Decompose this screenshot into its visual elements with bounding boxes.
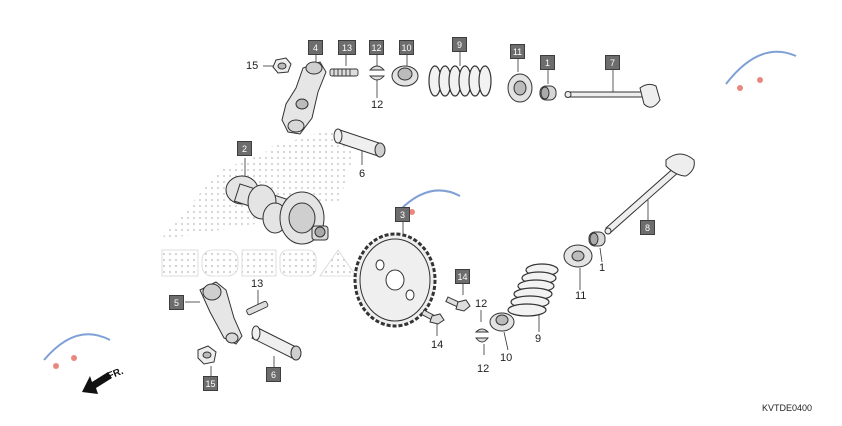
rocker-arm-4 <box>281 61 327 135</box>
callout-12-top: 12 <box>369 40 384 55</box>
callout-11-lower: 11 <box>575 290 587 302</box>
valve-spring-9-lower <box>507 263 559 317</box>
valve-7 <box>564 83 661 108</box>
adjust-screw-13-top <box>329 68 359 77</box>
valve-8 <box>604 153 695 235</box>
callout-9-lower: 9 <box>535 333 542 345</box>
stem-seal-1-lower <box>588 231 606 247</box>
stem-seal-1-top <box>539 85 557 101</box>
bolt-14-upper <box>445 296 471 312</box>
callout-6-top: 6 <box>359 168 366 180</box>
bolt-14-lower <box>420 309 445 325</box>
callout-7: 7 <box>605 55 620 70</box>
callout-1-top: 1 <box>540 55 555 70</box>
callout-12-top-lower: 12 <box>371 99 384 111</box>
callout-12-lower-top: 12 <box>475 298 488 310</box>
spring-retainer-10-lower <box>489 312 515 332</box>
callout-12-lower-bottom: 12 <box>477 363 490 375</box>
callout-11-top: 11 <box>510 44 525 59</box>
moto-watermark-logo <box>43 50 797 369</box>
callout-9-top: 9 <box>452 37 467 52</box>
nut-15-top <box>272 57 292 74</box>
spring-seat-11-lower <box>563 244 593 268</box>
callout-10-lower: 10 <box>500 352 513 364</box>
callout-4: 4 <box>308 40 323 55</box>
rocker-shaft-6-top <box>333 128 386 158</box>
valve-cotter-12-lower <box>474 328 490 343</box>
callout-1-lower: 1 <box>599 262 606 274</box>
callout-10-top: 10 <box>399 40 414 55</box>
spring-retainer-10-top <box>391 65 419 87</box>
cam-sprocket-3 <box>353 232 437 328</box>
valve-spring-9-top <box>428 65 492 97</box>
callout-15-top: 15 <box>246 60 259 72</box>
callout-14-upper: 14 <box>455 269 470 284</box>
honda-wordmark-watermark <box>161 249 357 277</box>
rocker-shaft-6-lower <box>251 325 302 361</box>
adjust-screw-13-lower <box>246 300 269 316</box>
camshaft-2 <box>225 175 329 245</box>
callout-13-top: 13 <box>338 40 356 55</box>
callout-8: 8 <box>640 220 655 235</box>
diagram-code: KVTDE0400 <box>761 403 812 413</box>
callout-13-lower: 13 <box>251 278 264 290</box>
callout-15-lower: 15 <box>203 376 218 391</box>
valve-cotter-12-top <box>369 65 385 81</box>
front-arrow-icon <box>82 372 112 394</box>
rocker-arm-5 <box>199 281 243 345</box>
leader-lines <box>185 52 649 376</box>
callout-6-lower: 6 <box>266 367 281 382</box>
callout-14-lower: 14 <box>431 339 444 351</box>
callout-5: 5 <box>169 295 184 310</box>
nut-15-lower <box>197 345 217 365</box>
spring-seat-11-top <box>507 73 533 103</box>
callout-3: 3 <box>395 207 410 222</box>
callout-2: 2 <box>237 141 252 156</box>
